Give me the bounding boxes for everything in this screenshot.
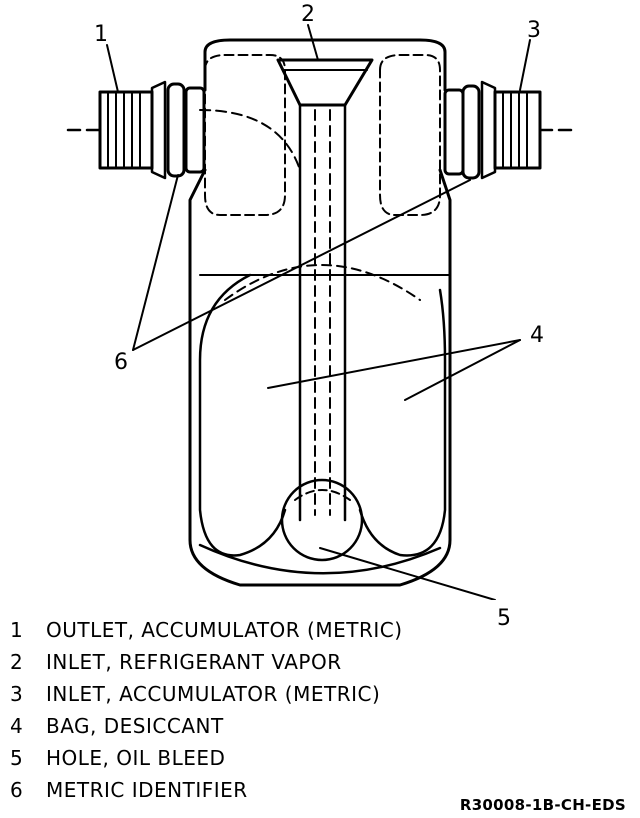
legend-item: 1 OUTLET, ACCUMULATOR (METRIC) (10, 618, 610, 650)
leader-line-4b (404, 339, 521, 401)
legend-item: 5 HOLE, OIL BLEED (10, 746, 610, 778)
callout-1: 1 (94, 22, 108, 47)
accumulator-housing (188, 38, 452, 587)
legend-number: 6 (10, 778, 24, 802)
callout-2: 2 (301, 2, 315, 27)
legend-item: 4 BAG, DESICCANT (10, 714, 610, 746)
legend-item: 3 INLET, ACCUMULATOR (METRIC) (10, 682, 610, 714)
leader-line-3 (519, 39, 531, 91)
pickup-dashed (294, 489, 351, 501)
callout-3: 3 (527, 18, 541, 43)
legend-number: 3 (10, 682, 24, 706)
legend-text: METRIC IDENTIFIER (46, 778, 248, 802)
legend-number: 5 (10, 746, 24, 770)
upper-right-chamber (379, 54, 441, 216)
figure-code: R30008-1B-CH-EDS (459, 796, 626, 814)
legend-item: 2 INLET, REFRIGERANT VAPOR (10, 650, 610, 682)
outlet-bend (199, 109, 301, 171)
center-tube (298, 103, 347, 522)
inlet-funnel (276, 58, 374, 107)
left-fitting (66, 80, 206, 180)
leader-line-5 (319, 547, 496, 600)
bag-top-dashed (224, 264, 421, 301)
leader-line-2 (307, 24, 319, 61)
leader-line-6b (132, 179, 471, 351)
housing-bottom-curve (198, 543, 442, 575)
upper-left-chamber (204, 54, 286, 216)
callout-5: 5 (497, 606, 511, 631)
center-tube-inner (314, 109, 331, 516)
leader-line-6a (132, 174, 179, 351)
legend-number: 4 (10, 714, 24, 738)
leader-line-1 (106, 44, 119, 93)
leader-line-4a (267, 339, 521, 389)
legend-text: HOLE, OIL BLEED (46, 746, 226, 770)
legend-text: INLET, ACCUMULATOR (METRIC) (46, 682, 381, 706)
legend-text: BAG, DESICCANT (46, 714, 224, 738)
legend-item: 6 METRIC IDENTIFIER (10, 778, 610, 810)
callout-4: 4 (530, 323, 544, 348)
legend-number: 1 (10, 618, 24, 642)
right-fitting (443, 80, 574, 180)
desiccant-bag (198, 273, 447, 557)
legend-text: OUTLET, ACCUMULATOR (METRIC) (46, 618, 403, 642)
legend-number: 2 (10, 650, 24, 674)
accumulator-diagram (66, 24, 574, 600)
legend: 1 OUTLET, ACCUMULATOR (METRIC) 2 INLET, RE… (10, 618, 610, 810)
legend-text: INLET, REFRIGERANT VAPOR (46, 650, 342, 674)
oil-bleed-pickup (280, 478, 364, 562)
callout-6: 6 (114, 350, 128, 375)
